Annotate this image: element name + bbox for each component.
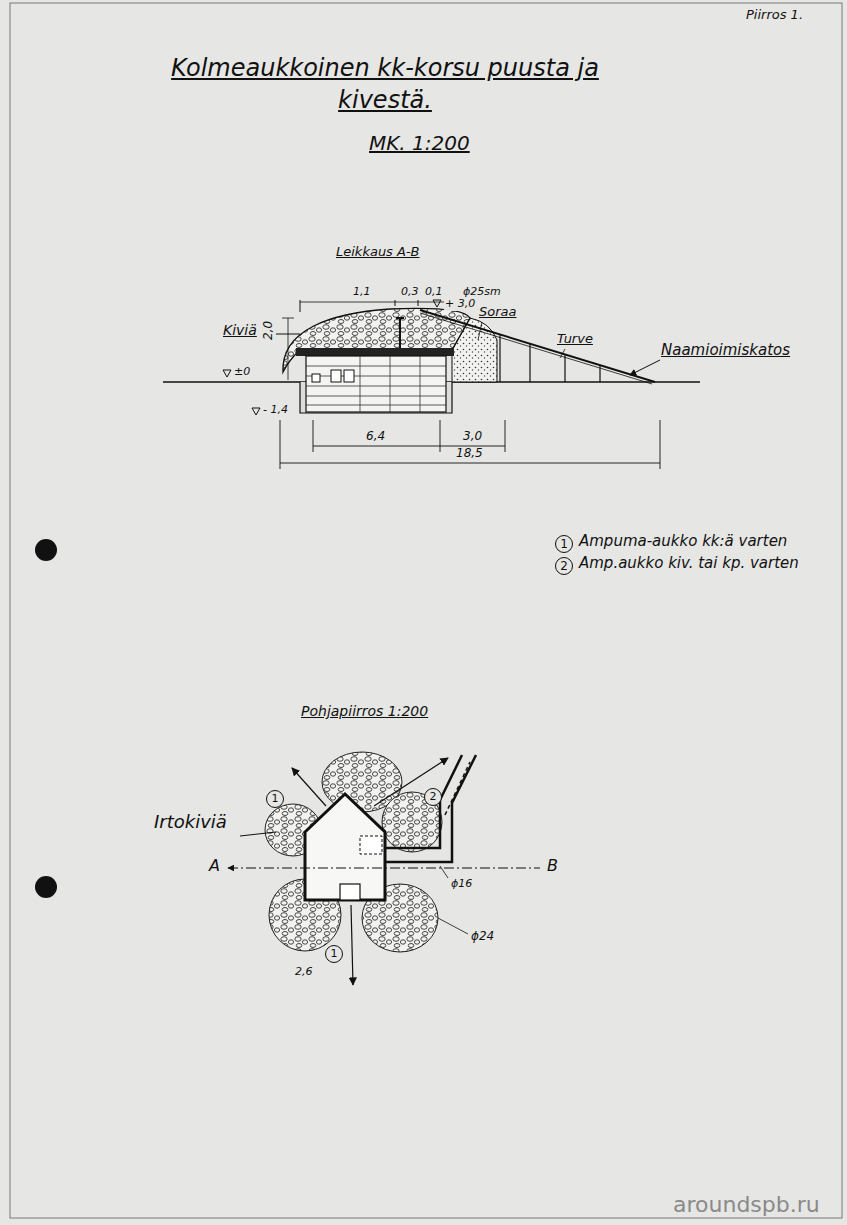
drawing-label: 18,5 <box>455 447 484 461</box>
drawing-label: 1,1 <box>352 286 372 299</box>
drawing-label: Turve <box>556 332 594 347</box>
drawing-label: ϕ24 <box>470 930 495 944</box>
drawing-label: Amp.aukko kiv. tai kp. varten <box>578 555 800 572</box>
watermark: aroundspb.ru <box>672 1192 821 1217</box>
callout-number: 2 <box>424 788 442 806</box>
drawing-label: Irtokiviä <box>153 812 228 833</box>
drawing-label: 6,4 <box>365 430 386 444</box>
drawing-label: ±0 <box>233 366 251 379</box>
drawing-label: Kiviä <box>222 322 258 338</box>
drawing-label: 2,0 <box>262 320 276 341</box>
drawing-label: Naamioimiskatos <box>660 342 791 359</box>
callout-number: 1 <box>555 535 573 553</box>
drawing-label: 2,6 <box>294 966 314 979</box>
drawing-label: B <box>546 857 559 875</box>
callout-number: 1 <box>266 790 284 808</box>
drawing-label: ϕ25sm <box>462 286 502 299</box>
drawing-title: Kolmeaukkoinen kk-korsu puusta ja kivest… <box>165 52 605 117</box>
drawing-label: ϕ16 <box>450 878 473 891</box>
drawing-label: Piirros 1. <box>745 8 804 23</box>
drawing-label: Leikkaus A-B <box>335 245 421 260</box>
drawing-label: 3,0 <box>462 430 483 444</box>
drawing-label: + 3,0 <box>444 298 476 311</box>
drawing-label: MK. 1:200 <box>368 132 471 155</box>
drawing-label: Pohjapiirros 1:200 <box>300 703 429 719</box>
drawing-label: 0,1 <box>424 286 444 299</box>
callout-number: 1 <box>325 945 343 963</box>
drawing-label: Soraa <box>478 305 517 320</box>
callout-number: 2 <box>555 557 573 575</box>
drawing-label: 0,3 <box>400 286 420 299</box>
drawing-label: - 1,4 <box>262 404 289 417</box>
drawing-label: A <box>208 857 221 875</box>
drawing-label: Ampuma-aukko kk:ä varten <box>578 533 788 550</box>
